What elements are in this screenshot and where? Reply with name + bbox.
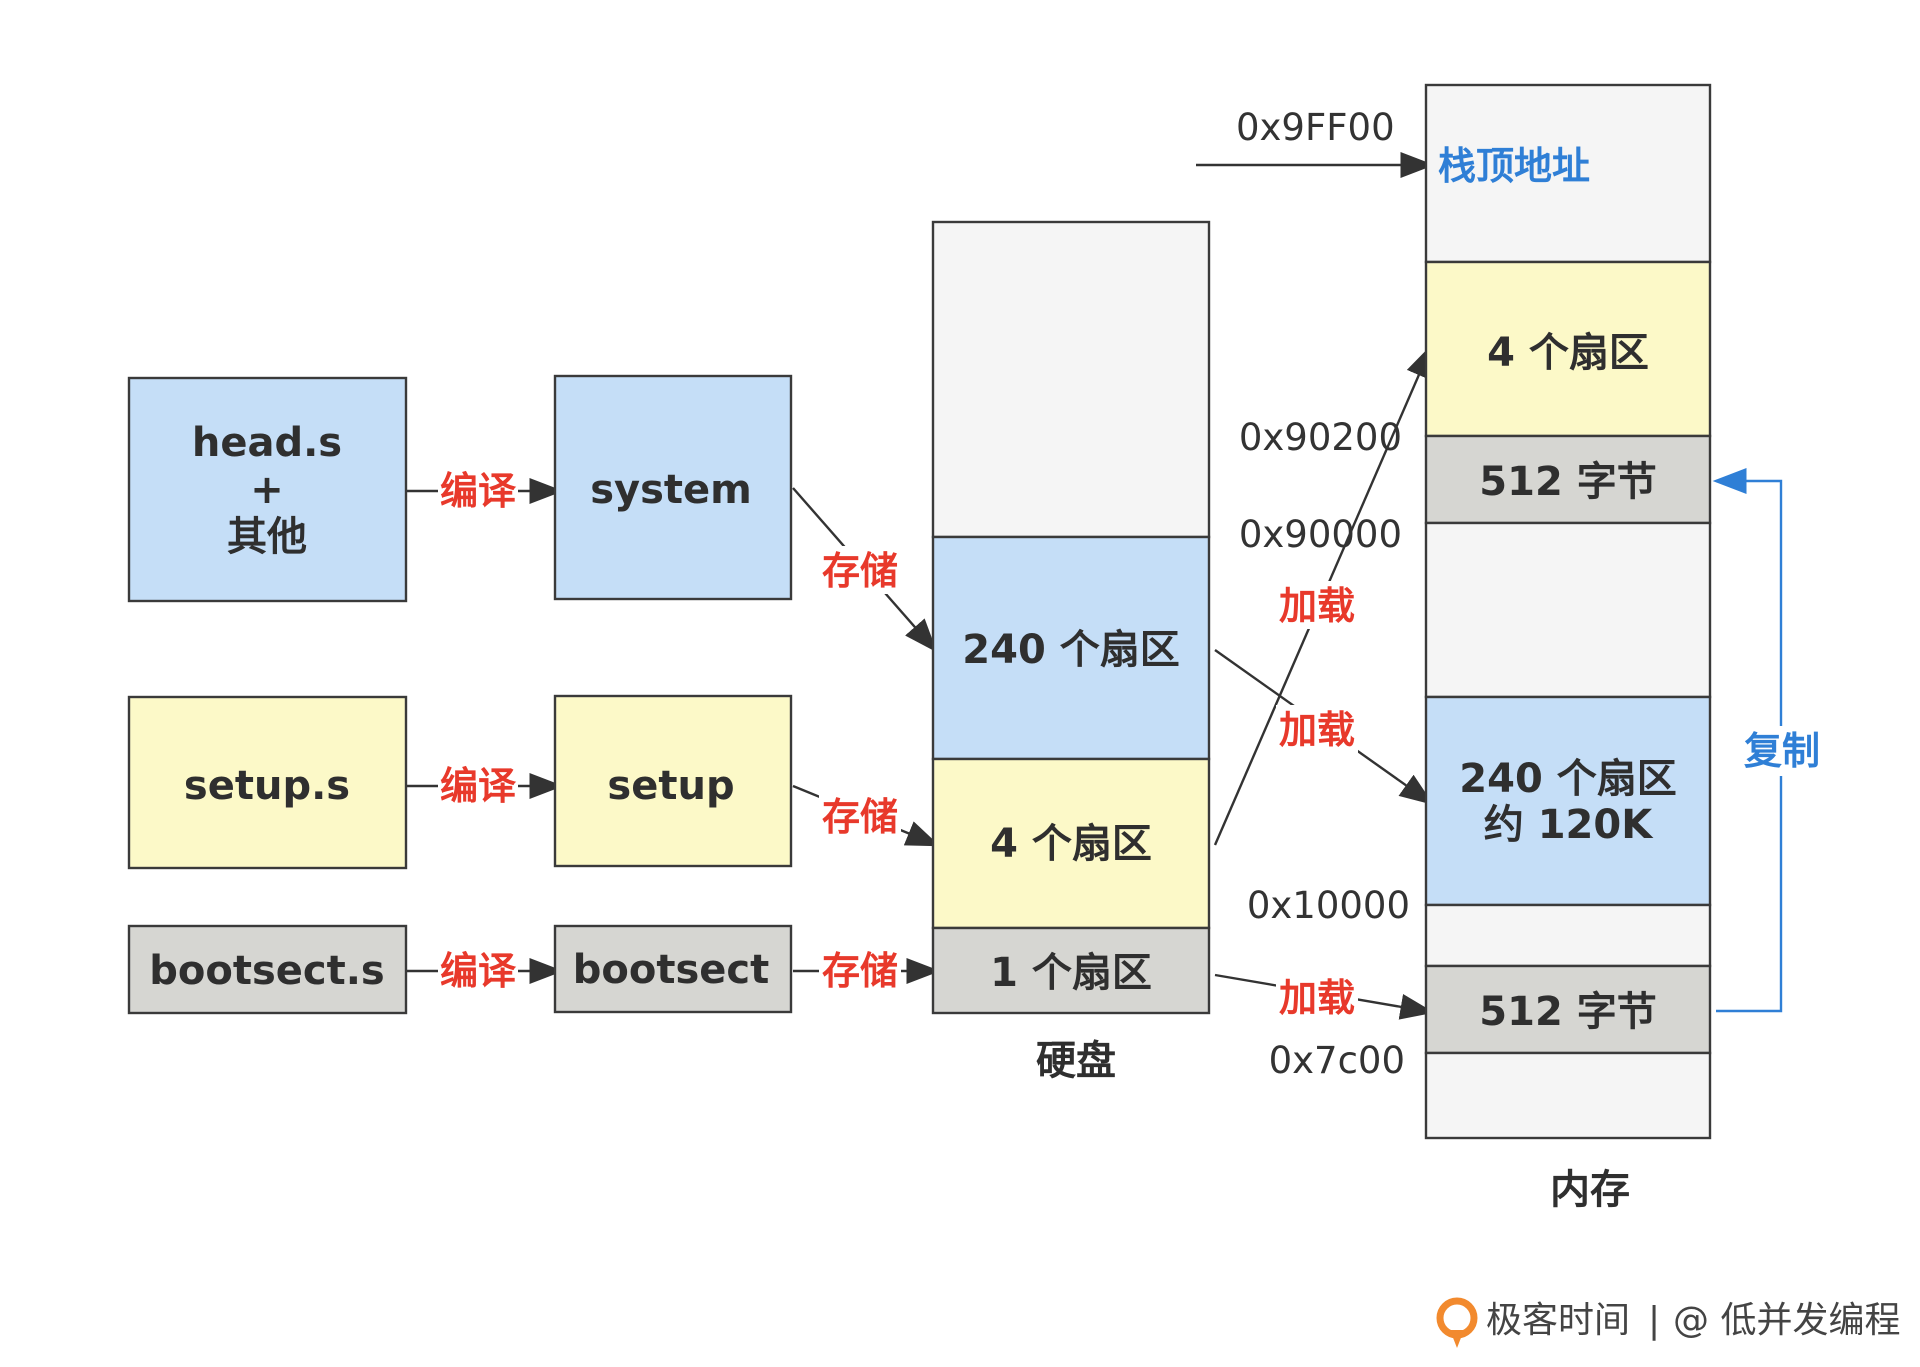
edge-bg-load-3: [1276, 973, 1358, 1021]
edge-load-bootsect: 加载: [1279, 976, 1355, 1020]
disk-caption: 硬盘: [1036, 1038, 1116, 1084]
edge-compile-bootsect: 编译: [440, 949, 517, 993]
watermark-brand: 极客时间: [1486, 1300, 1630, 1341]
mem-label-512-bottom: 512 字节: [1479, 989, 1656, 1035]
disk-column: [931, 220, 1211, 1015]
watermark: 极客时间 | @ 低并发编程: [1436, 1297, 1900, 1348]
edge-compile-head: 编译: [440, 469, 517, 513]
edge-bg-compile-2: [438, 761, 518, 809]
disk-label-1: 1 个扇区: [990, 950, 1152, 996]
watermark-separator: |: [1648, 1300, 1660, 1341]
addr-9ff00: 0x9FF00: [1236, 106, 1395, 149]
edge-load-system: 加载: [1279, 708, 1355, 752]
memory-caption: 内存: [1550, 1167, 1630, 1213]
label-setup-s: setup.s: [184, 763, 350, 809]
box-bootsect: [553, 924, 793, 1014]
disk-segment-240: [931, 535, 1211, 761]
edge-bg-load-1: [1276, 581, 1358, 629]
mem-label-240-line1: 240 个扇区: [1459, 756, 1676, 802]
edge-bg-store-1: [819, 546, 901, 594]
mem-segment-512-top: [1424, 434, 1712, 525]
compiled-outputs: [553, 374, 793, 1014]
addr-90000: 0x90000: [1239, 513, 1402, 556]
mem-label-4: 4 个扇区: [1487, 330, 1649, 376]
disk-free-space: [931, 220, 1211, 539]
edge-store-system: 存储: [822, 549, 898, 593]
addr-7c00: 0x7c00: [1269, 1039, 1405, 1082]
addr-10000: 0x10000: [1247, 884, 1410, 927]
edge-bg-store-2: [819, 792, 901, 840]
box-head-s: [127, 376, 408, 603]
watermark-author: @ 低并发编程: [1673, 1300, 1900, 1341]
label-head-s: head.s: [192, 420, 342, 466]
edge-bg-copy: [1741, 726, 1823, 776]
box-setup: [553, 694, 793, 868]
mem-gap-3: [1424, 1051, 1712, 1140]
label-head-plus: +: [250, 467, 284, 513]
mem-stack-area: [1424, 83, 1712, 264]
mem-segment-240: [1424, 695, 1712, 907]
edge-labels: 编译 编译 编译 存储 存储 存储 加载 加载 加载 复制: [438, 466, 1823, 1021]
label-setup: setup: [607, 763, 734, 809]
edge-bg-compile-3: [438, 946, 518, 994]
box-setup-s: [127, 695, 408, 870]
geektime-logo-icon: [1436, 1297, 1478, 1348]
label-bootsect: bootsect: [573, 947, 769, 993]
edge-load-setup: 加载: [1279, 584, 1355, 628]
mem-segment-4: [1424, 260, 1712, 438]
label-head-other: 其他: [227, 514, 307, 560]
addr-90200: 0x90200: [1239, 416, 1402, 459]
edge-bg-store-3: [819, 946, 901, 994]
mem-label-512-top: 512 字节: [1479, 459, 1656, 505]
edge-compile-setup: 编译: [440, 764, 517, 808]
box-bootsect-s: [127, 924, 408, 1015]
disk-segment-1: [931, 926, 1211, 1015]
mem-gap-2: [1424, 903, 1712, 968]
disk-label-240: 240 个扇区: [962, 627, 1179, 673]
mem-stack-top-label: 栈顶地址: [1438, 144, 1590, 188]
disk-segment-4: [931, 757, 1211, 930]
mem-label-240-line2: 约 120K: [1484, 802, 1654, 848]
edge-store-setup: 存储: [822, 795, 898, 839]
edge-bg-compile-1: [438, 466, 518, 514]
label-system: system: [590, 467, 752, 513]
disk-label-4: 4 个扇区: [990, 821, 1152, 867]
source-files: [127, 376, 408, 1015]
edge-store-bootsect: 存储: [822, 949, 898, 993]
edge-bg-load-2: [1276, 705, 1358, 753]
edge-copy: 复制: [1744, 729, 1820, 773]
box-system: [553, 374, 793, 601]
mem-segment-512-bottom: [1424, 964, 1712, 1055]
mem-gap-1: [1424, 521, 1712, 699]
label-bootsect-s: bootsect.s: [149, 948, 385, 994]
memory-column: [1424, 83, 1712, 1140]
